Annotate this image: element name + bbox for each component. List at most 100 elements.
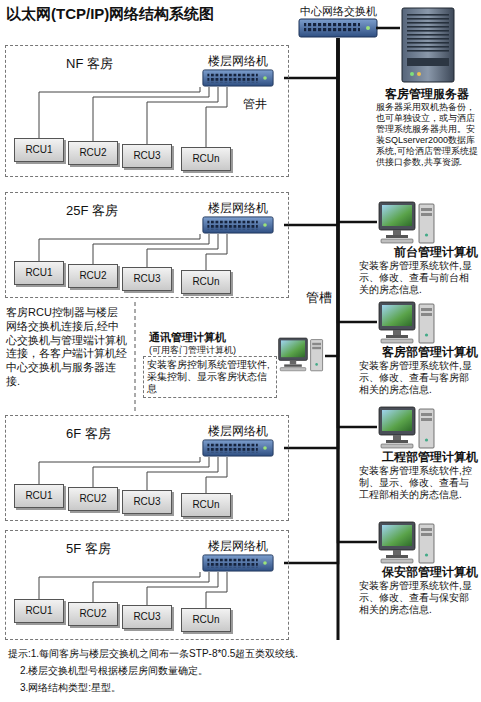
rcu-label: RCUn xyxy=(182,609,230,631)
pc-symbol xyxy=(379,302,434,343)
note-label: 客房RCU控制器与楼层网络交换机连接后,经中心交换机与管理端计算机连接，各客户端… xyxy=(6,306,128,389)
management-computer: 前台管理计算机安装客房管理系统软件,显示、修改、查看与前台相关的房态信息. xyxy=(345,200,478,296)
twisted-pair-cable xyxy=(147,234,218,267)
cable-stub xyxy=(345,321,377,324)
server-title: 客房管理服务器 xyxy=(376,86,478,102)
rcu-label: RCU2 xyxy=(69,603,117,625)
rcu-label: RCU3 xyxy=(123,145,171,167)
trunk-cable xyxy=(284,38,338,78)
cable-stub xyxy=(345,426,377,429)
trunk-cable xyxy=(284,38,338,563)
twisted-pair-cable xyxy=(39,87,200,138)
computer-description: 安装客房管理系统软件,显示、修改、查看与保安部相关的房态信息. xyxy=(345,580,478,616)
trunk-cable xyxy=(338,38,345,542)
twisted-pair-cable xyxy=(206,457,227,493)
rcu-label: RCU2 xyxy=(69,488,117,510)
floor-switch: 楼层网络机 xyxy=(192,539,284,572)
note-label: 2.楼层交换机型号根据楼层房间数量确定。 xyxy=(20,665,320,678)
switch-label: 楼层网络机 xyxy=(192,539,284,554)
pc-symbol xyxy=(379,407,434,448)
floor-title: 25F 客房 xyxy=(66,202,118,220)
switch-symbol xyxy=(203,70,273,86)
pc-symbol xyxy=(379,522,434,563)
computer-drawing xyxy=(345,200,478,244)
rcu-label: RCU1 xyxy=(15,485,63,507)
twisted-pair-cable xyxy=(147,457,218,490)
computer-description: 安装客房管理系统软件,控制、显示、修改、查看与工程部相关的房态信息. xyxy=(345,465,478,501)
rcu-controller: RCU2 xyxy=(68,141,118,165)
trunk-cable xyxy=(284,38,338,448)
switch-symbol xyxy=(299,19,377,37)
switch-label: 楼层网络机 xyxy=(192,54,284,69)
rcu-label: RCUn xyxy=(182,148,230,170)
rcu-controller: RCU3 xyxy=(122,490,172,514)
rcu-controller: RCU1 xyxy=(14,261,64,285)
twisted-pair-cable xyxy=(206,87,227,147)
rcu-controller: RCU1 xyxy=(14,138,64,162)
switch-drawing xyxy=(192,69,284,87)
note-label: 管槽 xyxy=(306,290,334,306)
rcu-controller: RCUn xyxy=(181,270,231,294)
computer-title: 保安部管理计算机 xyxy=(345,564,478,580)
twisted-pair-cable xyxy=(93,87,209,141)
diagram-title: 以太网(TCP/IP)网络结构系统图 xyxy=(6,5,214,24)
twisted-pair-cable xyxy=(206,234,227,270)
rcu-label: RCU3 xyxy=(123,606,171,628)
computer-title: 客房部管理计算机 xyxy=(345,344,478,360)
rcu-controller: RCU3 xyxy=(122,144,172,168)
switch-drawing xyxy=(192,439,284,457)
switch-symbol xyxy=(203,440,273,456)
switch-drawing xyxy=(298,18,378,38)
note-label: 3.网络结构类型:星型。 xyxy=(20,682,320,695)
server-symbol xyxy=(402,8,454,82)
cable-stub xyxy=(345,541,377,544)
floor-switch: 楼层网络机 xyxy=(192,424,284,457)
rcu-controller: RCU3 xyxy=(122,605,172,629)
floor-title: 5F 客房 xyxy=(66,540,111,558)
computer-drawing xyxy=(345,300,478,344)
rcu-label: RCU1 xyxy=(15,600,63,622)
server-description: 服务器采用双机热备份，也可单独设立，或与酒店管理系统服务器共用。安装SQLser… xyxy=(376,102,478,168)
computer-drawing xyxy=(277,330,331,378)
rcu-controller: RCUn xyxy=(181,608,231,632)
twisted-pair-cable xyxy=(39,572,200,599)
rcu-label: RCU3 xyxy=(123,268,171,290)
rcu-label: RCU2 xyxy=(69,265,117,287)
core-switch: 中心网络交换机 xyxy=(298,4,378,38)
rcu-controller: RCU2 xyxy=(68,487,118,511)
rcu-label: RCUn xyxy=(182,494,230,516)
cable-stub xyxy=(325,355,331,358)
rcu-label: RCU1 xyxy=(15,262,63,284)
computer-description: 安装客房管理系统软件,显示、修改、查看与前台相关的房态信息. xyxy=(345,260,478,296)
server: 客房管理服务器服务器采用双机热备份，也可单独设立，或与酒店管理系统服务器共用。安… xyxy=(376,6,478,168)
switch-label: 中心网络交换机 xyxy=(298,4,378,18)
switch-label: 楼层网络机 xyxy=(192,201,284,216)
cable-stub xyxy=(345,221,377,224)
floor-region: 5F 客房 楼层网络机 RCU1 RCU2 RCU3 RCUn xyxy=(5,530,289,640)
switch-label: 楼层网络机 xyxy=(192,424,284,439)
twisted-pair-cable xyxy=(147,572,218,605)
management-computer: 工程部管理计算机安装客房管理系统软件,控制、显示、修改、查看与工程部相关的房态信… xyxy=(345,405,478,501)
floor-ellipsis-line xyxy=(135,302,136,411)
computer-title: 通讯管理计算机 xyxy=(143,330,277,344)
rcu-controller: RCU1 xyxy=(14,599,64,623)
twisted-pair-cable xyxy=(206,572,227,608)
comm-computer: 通讯管理计算机(可用客门管理计算机)安装客房控制系统管理软件,采集控制、显示客房… xyxy=(143,330,331,398)
rcu-controller: RCU2 xyxy=(68,264,118,288)
twisted-pair-cable xyxy=(39,457,200,484)
rcu-controller: RCU1 xyxy=(14,484,64,508)
floor-switch: 楼层网络机 xyxy=(192,201,284,234)
computer-subtitle: (可用客门管理计算机) xyxy=(143,344,277,356)
switch-drawing xyxy=(192,216,284,234)
floor-switch: 楼层网络机 xyxy=(192,54,284,87)
cable-stub xyxy=(376,27,400,30)
computer-drawing xyxy=(345,405,478,449)
floor-region: 6F 客房楼层网络机RCU1RCU2RCU3RCUn xyxy=(5,415,289,521)
note-label: 管井 xyxy=(243,97,273,112)
twisted-pair-cable xyxy=(39,234,200,261)
rcu-controller: RCUn xyxy=(181,147,231,171)
note-label: 提示:1.每间客房与楼层交换机之间布一条STP-8*0.5超五类双绞线. xyxy=(8,648,338,661)
switch-symbol xyxy=(203,555,273,571)
rcu-controller: RCUn xyxy=(181,493,231,517)
rcu-label: RCU1 xyxy=(15,139,63,161)
